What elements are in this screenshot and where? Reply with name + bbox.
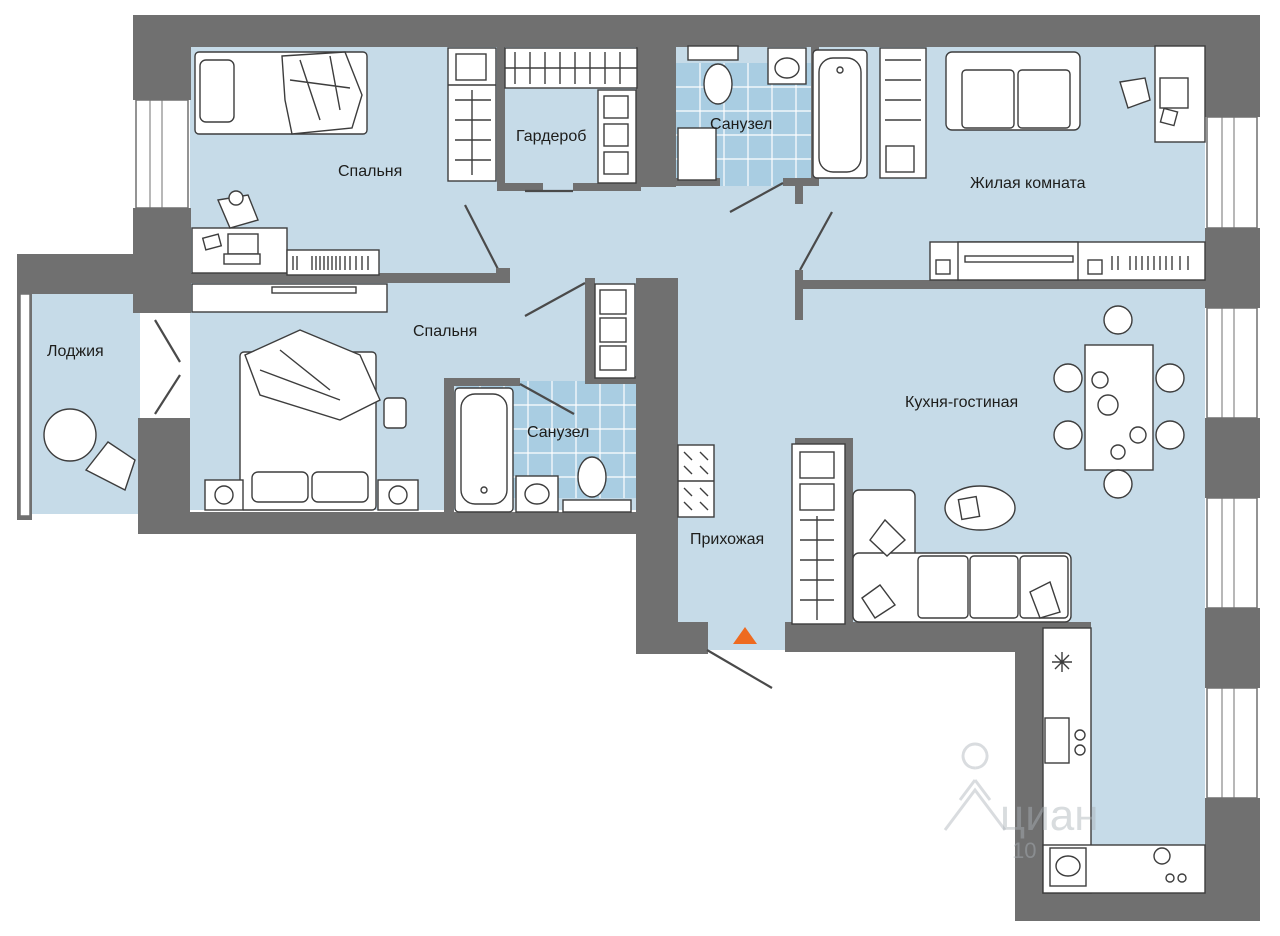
closet-top-bedroom <box>447 47 497 182</box>
partition-wc-bottom-r <box>783 178 815 186</box>
hallway-furniture <box>677 443 846 625</box>
wall-left-upper <box>133 15 191 100</box>
partition-shoe-right <box>795 438 853 446</box>
bathroom-top-fixtures <box>677 45 927 181</box>
label-kitchen-living: Кухня-гостиная <box>905 394 1018 411</box>
watermark-pin-icon <box>943 742 1007 831</box>
door-living <box>799 211 833 271</box>
room-labels: Спальня Гардероб Санузел Жилая комната Л… <box>47 116 1086 548</box>
bed-double <box>204 329 419 511</box>
entrance-marker <box>733 627 757 644</box>
partition-wc-bottom <box>676 178 720 186</box>
sofa-kitchen <box>852 485 1072 623</box>
cabinet-hall <box>594 283 636 379</box>
label-living-room: Жилая комната <box>970 175 1086 192</box>
partition-living-kitchen <box>795 280 1205 289</box>
wall-hall-corner <box>636 622 708 654</box>
door-loggia-2 <box>154 374 181 415</box>
label-bathroom-bottom: Санузел <box>527 424 589 441</box>
doors <box>154 182 833 689</box>
bathroom-bottom-fixtures <box>454 387 632 513</box>
partition-wc2-left <box>444 378 454 512</box>
label-loggia: Лоджия <box>47 343 104 360</box>
door-jamb-1 <box>496 268 510 274</box>
door-loggia-1 <box>154 319 181 363</box>
wall-bottom-left <box>138 512 678 534</box>
door-jamb-2 <box>795 270 803 320</box>
loggia-furniture <box>43 408 136 491</box>
walls <box>17 15 1260 921</box>
door-bathroom-bottom <box>519 383 575 415</box>
label-bedroom-top: Спальня <box>338 163 402 180</box>
wall-hall-left <box>636 278 678 513</box>
partition-wardrobe-right <box>573 183 641 191</box>
wall-right-5 <box>1205 798 1260 921</box>
partition-cabinet-bottom <box>585 376 639 384</box>
wall-top <box>133 15 1225 47</box>
partition-living-left <box>795 186 803 204</box>
label-wardrobe: Гардероб <box>516 128 586 145</box>
sofa-living <box>945 51 1081 131</box>
partition-shoe-right-v <box>845 438 853 626</box>
door-bathroom-top <box>729 182 784 213</box>
tv-stand-living <box>929 241 1206 281</box>
wall-kitchen-left <box>1015 622 1043 920</box>
windows <box>19 99 1258 799</box>
kitchen-counter <box>1042 627 1206 894</box>
door-bedroom-top <box>464 204 501 274</box>
partition-cabinet-left <box>585 278 595 380</box>
bookshelf-top-bedroom <box>286 249 380 276</box>
watermark-sub: 10 <box>1012 838 1036 863</box>
window-right-1 <box>1206 116 1258 229</box>
partition-wardrobe <box>497 47 505 187</box>
watermark: циан 10 <box>943 742 1099 863</box>
partition-wardrobe-bottom <box>497 183 543 191</box>
wardrobe-rack <box>504 47 638 184</box>
wall-right-1 <box>1205 15 1260 117</box>
door-bedroom-bottom <box>524 282 586 317</box>
desk-top-bedroom <box>191 190 288 274</box>
label-hallway: Прихожая <box>690 531 764 548</box>
window-lines <box>149 100 1235 798</box>
wall-right-3 <box>1205 418 1260 498</box>
dining-table <box>1053 305 1185 499</box>
wall-loggia-top <box>17 254 191 294</box>
wall-right-4 <box>1205 608 1260 688</box>
bed-single <box>194 51 368 135</box>
partition-wc2-top <box>444 378 520 386</box>
window-right-2 <box>1206 307 1258 419</box>
tv-bedroom-bottom <box>191 283 388 313</box>
watermark-brand: циан <box>1000 791 1099 840</box>
window-loggia <box>19 293 31 517</box>
label-bathroom-top: Санузел <box>710 116 772 133</box>
partition-bedrooms <box>190 273 510 283</box>
door-entrance <box>706 649 773 689</box>
wall-right-2 <box>1205 228 1260 308</box>
label-bedroom-bottom: Спальня <box>413 323 477 340</box>
desk-living <box>1119 45 1206 143</box>
partition-wc-left <box>636 47 676 187</box>
window-right-4 <box>1206 687 1258 799</box>
window-right-3 <box>1206 497 1258 609</box>
